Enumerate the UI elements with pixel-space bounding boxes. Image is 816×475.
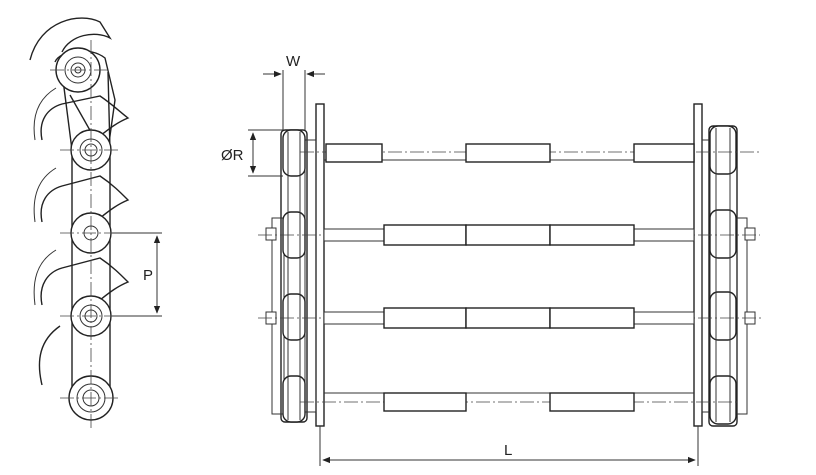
right-chain-strand	[701, 125, 756, 427]
rod-4	[324, 392, 694, 412]
width-label: W	[286, 53, 301, 70]
rod-2	[323, 224, 695, 246]
length-dimension: L	[319, 426, 699, 466]
side-view-chain: P	[29, 17, 162, 430]
rod-1	[324, 143, 695, 163]
rod-3	[323, 307, 695, 329]
width-dimension: W	[263, 53, 325, 130]
pitch-dimension: P	[112, 232, 162, 317]
roller-diameter-label: ØR	[221, 147, 244, 164]
side-view-flights	[29, 17, 130, 386]
length-label: L	[504, 442, 512, 459]
roller-diameter-dimension: ØR	[221, 129, 283, 177]
left-chain-strand	[265, 129, 317, 423]
front-view-chain: W ØR L	[221, 53, 762, 466]
pitch-label: P	[143, 267, 153, 284]
